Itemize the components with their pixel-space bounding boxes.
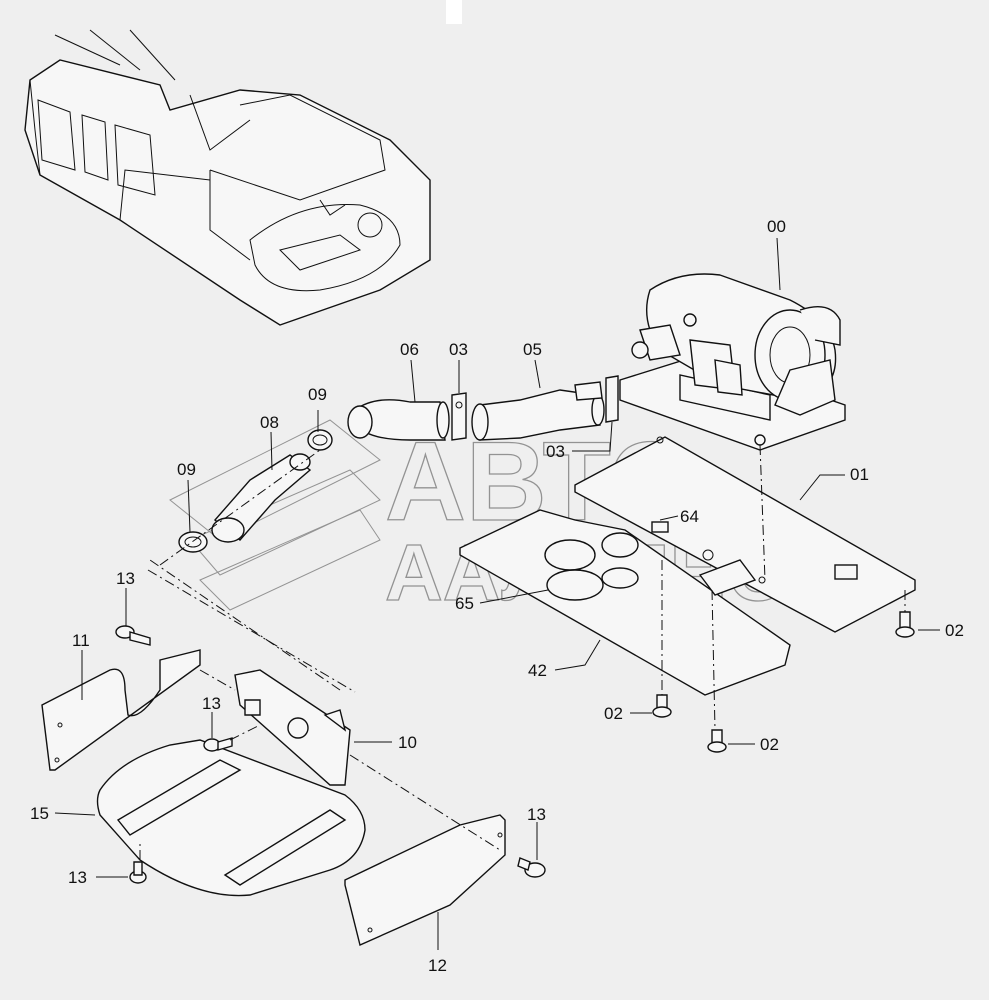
excavator-overview (24, 29, 431, 326)
duct-06 (347, 392, 467, 441)
label-42: 42 (528, 661, 547, 680)
label-06: 06 (400, 340, 419, 359)
bolts-13 (115, 625, 546, 884)
label-12: 12 (428, 956, 447, 975)
label-02-right: 02 (945, 621, 964, 640)
label-03-mid: 03 (546, 442, 565, 461)
label-65: 65 (455, 594, 474, 613)
label-09-top: 09 (308, 385, 327, 404)
label-13-right: 13 (527, 805, 546, 824)
floor-plate-15 (96, 739, 366, 897)
leader-lines (54, 237, 940, 950)
label-08: 08 (260, 413, 279, 432)
label-11: 11 (72, 631, 90, 650)
bracket-12 (344, 814, 506, 946)
bracket-11 (41, 649, 201, 771)
label-10: 10 (398, 733, 417, 752)
label-13-mid: 13 (202, 694, 221, 713)
label-03-top: 03 (449, 340, 468, 359)
label-02-left: 02 (604, 704, 623, 723)
label-01: 01 (850, 465, 869, 484)
label-64: 64 (680, 507, 699, 526)
label-09-left: 09 (177, 460, 196, 479)
label-13-bottom: 13 (68, 868, 87, 887)
plate-42 (459, 509, 791, 696)
label-13-top: 13 (116, 569, 135, 588)
bolts-02 (652, 611, 915, 753)
bracket-10 (234, 669, 351, 786)
heater-unit (619, 273, 846, 451)
label-02-bottom: 02 (760, 735, 779, 754)
part-labels: 00 01 02 02 02 03 03 05 06 08 09 09 10 1… (30, 217, 964, 975)
hose-08 (178, 429, 333, 553)
assembly-lines (139, 444, 906, 860)
label-05: 05 (523, 340, 542, 359)
duct-05 (471, 375, 619, 441)
label-00: 00 (767, 217, 786, 236)
label-15: 15 (30, 804, 49, 823)
top-marker (446, 0, 462, 24)
plate-01 (574, 436, 916, 633)
